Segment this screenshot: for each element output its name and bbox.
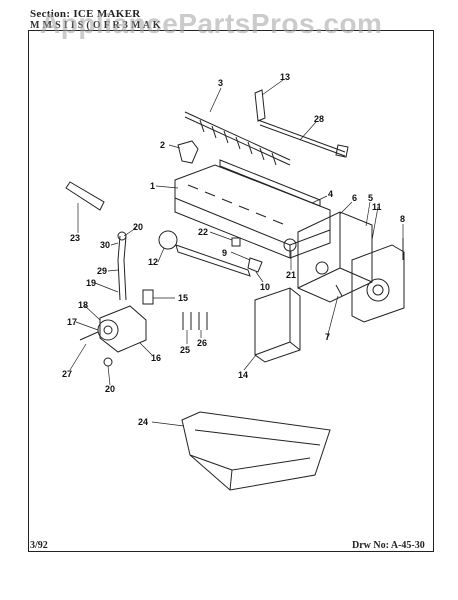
model-line: M M S I I S ( O F R 3 M A K: [30, 20, 161, 31]
callout-19: 19: [86, 278, 96, 288]
ice-bin: [181, 411, 331, 491]
valve-grommet: [103, 357, 113, 367]
callout-28: 28: [314, 114, 324, 124]
module-cover: [351, 244, 405, 323]
feeler-arm-assembly: [254, 89, 349, 158]
callout-4: 4: [328, 189, 333, 199]
callout-26: 26: [197, 338, 207, 348]
revision-date: 3/92: [30, 540, 48, 551]
callout-10: 10: [260, 282, 270, 292]
watermark: AppliancePartsPros.com: [40, 8, 383, 39]
callout-13: 13: [280, 72, 290, 82]
callout-17: 17: [67, 317, 77, 327]
callout-22: 22: [198, 227, 208, 237]
shut-off-arm: [158, 230, 263, 277]
water-line: [117, 231, 127, 301]
callout-12: 12: [148, 257, 158, 267]
callout-1: 1: [150, 181, 155, 191]
ejector-blade: [184, 111, 291, 166]
control-housing: [283, 211, 373, 303]
tube-clip: [142, 289, 154, 305]
callout-24: 24: [138, 417, 148, 427]
fill-tube: [65, 181, 105, 211]
callout-30: 30: [100, 240, 110, 250]
callout-9: 9: [222, 248, 227, 258]
bracket: [177, 140, 199, 164]
callout-20-lower: 20: [105, 384, 115, 394]
callout-23: 23: [70, 233, 80, 243]
callout-18: 18: [78, 300, 88, 310]
callout-14: 14: [238, 370, 248, 380]
callout-5: 5: [368, 193, 373, 203]
callout-8: 8: [400, 214, 405, 224]
section-title: Section: ICE MAKER: [30, 8, 141, 20]
screw: [335, 284, 343, 297]
callout-6: 6: [352, 193, 357, 203]
callout-2: 2: [160, 140, 165, 150]
callout-25: 25: [180, 345, 190, 355]
callout-15: 15: [178, 293, 188, 303]
diagram-frame: [28, 30, 434, 552]
callout-27: 27: [62, 369, 72, 379]
leader-lines: [69, 79, 404, 427]
drawing-number: Drw No: A-45-30: [352, 540, 425, 551]
stripper: [219, 159, 321, 207]
callout-numbers: 1 2 3 4 5 6 7 8 9 10 11 12 13 14 15 16 1…: [62, 72, 405, 427]
callout-21: 21: [286, 270, 296, 280]
heater-box: [254, 287, 301, 363]
screws-set: [182, 312, 208, 330]
callout-3: 3: [218, 78, 223, 88]
callout-16: 16: [151, 353, 161, 363]
callout-7: 7: [325, 332, 330, 342]
callout-20-upper: 20: [133, 222, 143, 232]
water-valve: [79, 305, 147, 353]
callout-11: 11: [372, 202, 382, 212]
callout-29: 29: [97, 266, 107, 276]
